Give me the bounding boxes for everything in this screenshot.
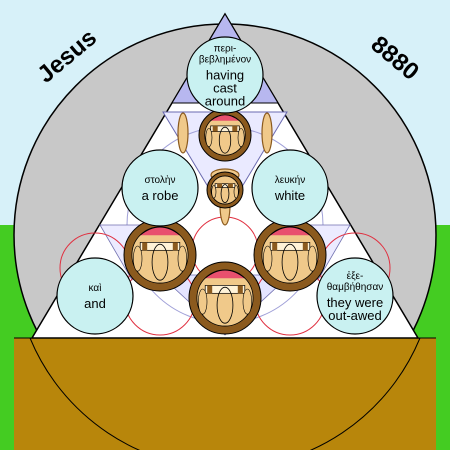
disc-earth-segment [29,337,421,455]
face-center-small [206,171,244,209]
english-gloss: they were [327,295,383,310]
word-circle-right: λευκήν white [251,149,329,227]
english-gloss: out-awed [328,308,381,323]
face-middle-left [123,218,197,292]
greek-word: θαμβήθησαν [327,281,384,293]
word-circle-disc-right [251,149,329,227]
english-gloss: cast [213,81,237,96]
english-gloss: and [84,296,106,311]
word-circle-disc-top [186,36,264,114]
greek-word: περι- [214,44,237,55]
word-circle-bl: καὶ and [56,257,134,335]
word-circle-left: στολὴν a robe [121,149,199,227]
face-middle-right [253,218,327,292]
english-gloss: white [274,188,305,203]
lens-left [177,112,189,154]
face-ornaments [123,108,327,335]
face-top [198,108,252,162]
greek-word: καὶ [89,282,102,294]
english-gloss: a robe [142,188,179,203]
lens-right [261,112,273,154]
english-gloss: having [206,68,244,83]
english-gloss: around [205,94,245,109]
greek-word: βεβλημένον [199,54,251,66]
word-circle-disc-br [316,257,394,335]
greek-word: ἐξε- [347,270,364,282]
face-bottom [188,261,262,335]
word-circle-disc-bl [56,257,134,335]
word-circle-disc-left [121,149,199,227]
greek-word: στολὴν [145,174,176,186]
greek-word: λευκήν [275,174,306,186]
